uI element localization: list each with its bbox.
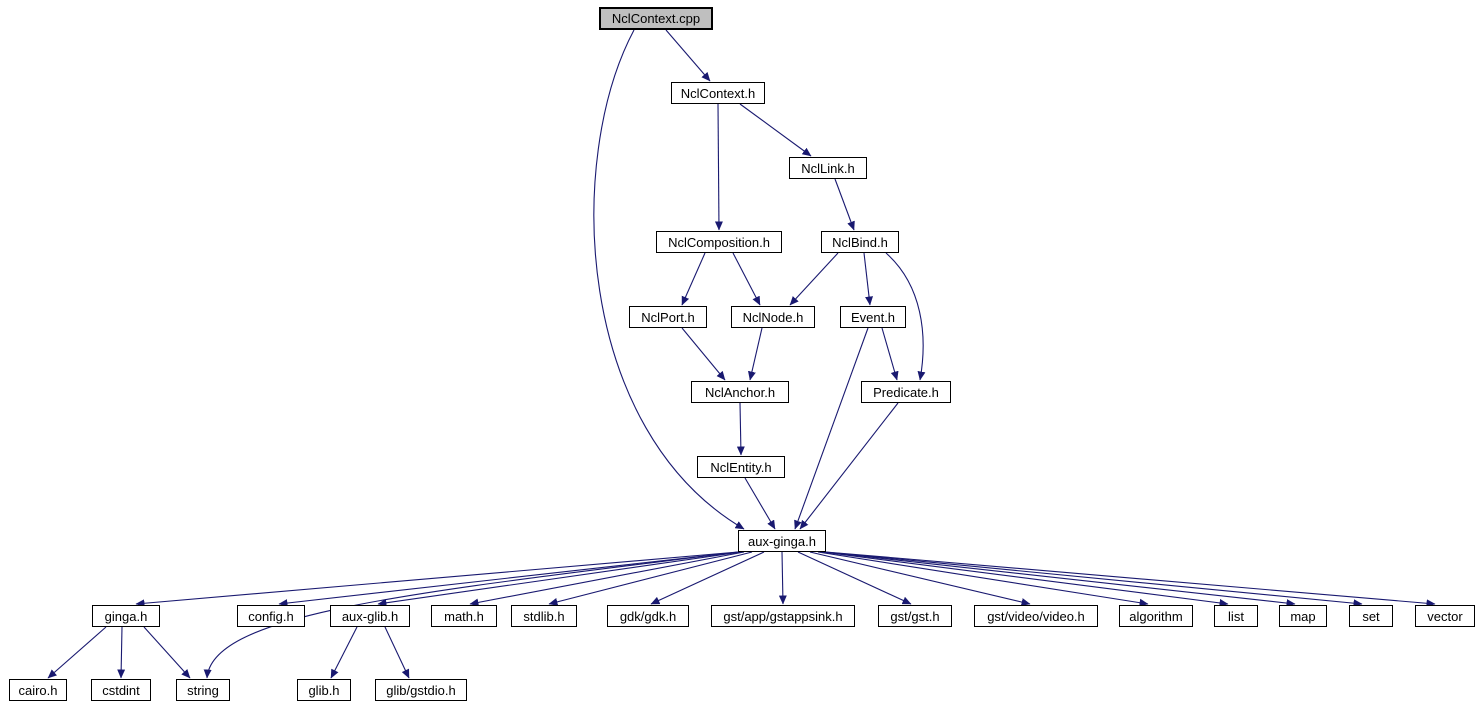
include-edge-NclLink_h-to-NclBind_h bbox=[834, 178, 855, 231]
graph-node-stdlib_h[interactable]: stdlib.h bbox=[511, 605, 577, 627]
graph-node-NclAnchor_h[interactable]: NclAnchor.h bbox=[691, 381, 789, 403]
graph-node-NclNode_h[interactable]: NclNode.h bbox=[731, 306, 815, 328]
include-edge-NclComposition_h-to-NclNode_h bbox=[732, 252, 761, 306]
include-edge-ginga_h-to-cairo_h bbox=[47, 626, 107, 679]
graph-node-config_h[interactable]: config.h bbox=[237, 605, 305, 627]
include-edge-NclNode_h-to-NclAnchor_h bbox=[748, 327, 763, 381]
graph-node-glib_gstdio_h[interactable]: glib/gstdio.h bbox=[375, 679, 467, 701]
graph-node-gst_app_gstappsink_h[interactable]: gst/app/gstappsink.h bbox=[711, 605, 855, 627]
graph-node-list[interactable]: list bbox=[1214, 605, 1258, 627]
include-edge-ginga_h-to-cstdint bbox=[117, 626, 126, 679]
include-edge-NclContext_h-to-NclComposition_h bbox=[714, 103, 723, 231]
include-edge-NclContext_cpp-to-aux_ginga_h bbox=[593, 29, 745, 530]
include-edge-aux_ginga_h-to-set bbox=[824, 551, 1363, 608]
graph-node-NclContext_cpp: NclContext.cpp bbox=[599, 7, 713, 30]
graph-node-string[interactable]: string bbox=[176, 679, 230, 701]
include-edge-aux_ginga_h-to-math_h bbox=[469, 551, 745, 607]
include-edge-aux_ginga_h-to-list bbox=[821, 551, 1229, 607]
include-edge-aux_ginga_h-to-ginga_h bbox=[135, 551, 739, 608]
graph-node-gdk_gdk_h[interactable]: gdk/gdk.h bbox=[607, 605, 689, 627]
graph-node-gst_gst_h[interactable]: gst/gst.h bbox=[878, 605, 952, 627]
include-edge-aux_ginga_h-to-stdlib_h bbox=[548, 551, 753, 606]
include-edge-NclEntity_h-to-aux_ginga_h bbox=[744, 477, 776, 530]
include-edge-Predicate_h-to-aux_ginga_h bbox=[799, 402, 899, 530]
include-edge-ginga_h-to-string bbox=[143, 626, 191, 679]
include-edge-aux_glib_h-to-glib_gstdio_h bbox=[384, 626, 410, 679]
graph-node-NclLink_h[interactable]: NclLink.h bbox=[789, 157, 867, 179]
include-edge-NclContext_cpp-to-NclContext_h bbox=[665, 29, 711, 82]
include-edge-aux_glib_h-to-glib_h bbox=[330, 626, 358, 679]
graph-node-vector[interactable]: vector bbox=[1415, 605, 1475, 627]
include-edge-aux_ginga_h-to-map bbox=[823, 551, 1296, 608]
include-edge-aux_ginga_h-to-gst_gst_h bbox=[797, 551, 912, 605]
include-edge-Event_h-to-aux_ginga_h bbox=[794, 327, 869, 530]
graph-node-NclContext_h[interactable]: NclContext.h bbox=[671, 82, 765, 104]
graph-node-gst_video_video_h[interactable]: gst/video/video.h bbox=[974, 605, 1098, 627]
graph-node-math_h[interactable]: math.h bbox=[431, 605, 497, 627]
graph-node-Predicate_h[interactable]: Predicate.h bbox=[861, 381, 951, 403]
include-edge-NclPort_h-to-NclAnchor_h bbox=[681, 327, 726, 381]
include-edge-NclBind_h-to-NclNode_h bbox=[789, 252, 839, 306]
graph-node-cstdint[interactable]: cstdint bbox=[91, 679, 151, 701]
include-edge-aux_ginga_h-to-config_h bbox=[278, 551, 740, 608]
include-edge-NclAnchor_h-to-NclEntity_h bbox=[736, 402, 745, 456]
graph-node-aux_glib_h[interactable]: aux-glib.h bbox=[330, 605, 410, 627]
graph-node-ginga_h[interactable]: ginga.h bbox=[92, 605, 160, 627]
include-edge-aux_ginga_h-to-gst_app_gstappsink_h bbox=[778, 551, 787, 605]
include-edge-aux_ginga_h-to-algorithm bbox=[817, 551, 1149, 607]
graph-node-glib_h[interactable]: glib.h bbox=[297, 679, 351, 701]
include-edge-aux_ginga_h-to-gst_video_video_h bbox=[809, 551, 1031, 606]
include-edge-NclBind_h-to-Predicate_h bbox=[885, 252, 926, 381]
graph-node-Event_h[interactable]: Event.h bbox=[840, 306, 906, 328]
include-edge-aux_ginga_h-to-vector bbox=[825, 551, 1436, 608]
graph-node-NclBind_h[interactable]: NclBind.h bbox=[821, 231, 899, 253]
include-edge-Event_h-to-Predicate_h bbox=[881, 327, 899, 381]
include-edge-NclContext_h-to-NclLink_h bbox=[739, 103, 812, 157]
include-edge-aux_ginga_h-to-gdk_gdk_h bbox=[650, 551, 765, 605]
graph-node-algorithm[interactable]: algorithm bbox=[1119, 605, 1193, 627]
graph-node-set[interactable]: set bbox=[1349, 605, 1393, 627]
graph-node-map[interactable]: map bbox=[1279, 605, 1327, 627]
include-edge-NclComposition_h-to-NclPort_h bbox=[681, 252, 706, 306]
graph-node-NclComposition_h[interactable]: NclComposition.h bbox=[656, 231, 782, 253]
include-edge-aux_ginga_h-to-aux_glib_h bbox=[377, 551, 742, 607]
graph-node-cairo_h[interactable]: cairo.h bbox=[9, 679, 67, 701]
graph-node-aux_ginga_h[interactable]: aux-ginga.h bbox=[738, 530, 826, 552]
include-edge-NclBind_h-to-Event_h bbox=[863, 252, 873, 306]
graph-node-NclEntity_h[interactable]: NclEntity.h bbox=[697, 456, 785, 478]
graph-node-NclPort_h[interactable]: NclPort.h bbox=[629, 306, 707, 328]
